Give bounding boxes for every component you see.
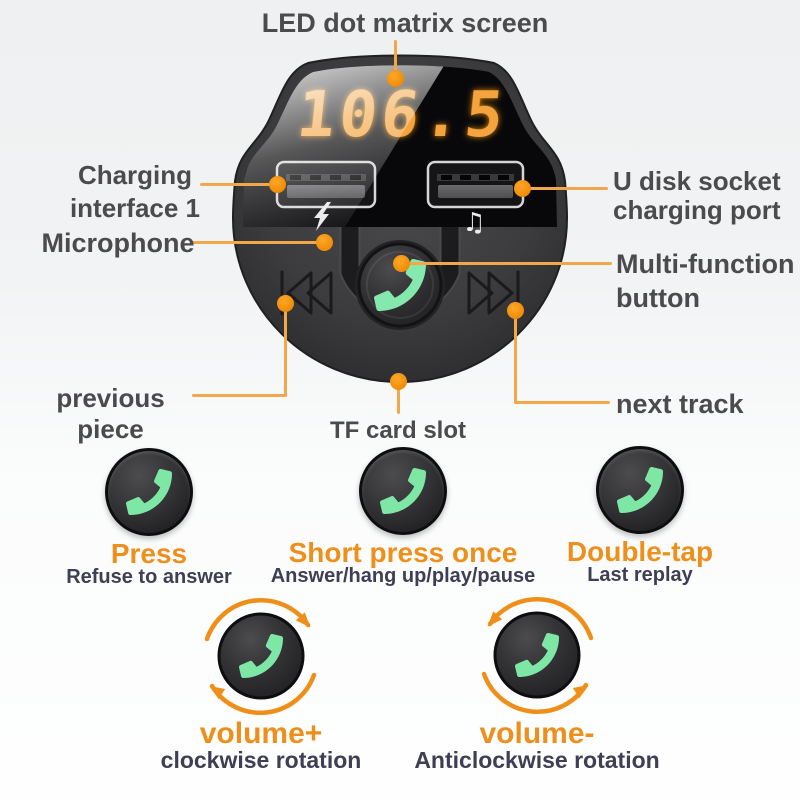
label-led-screen: LED dot matrix screen bbox=[261, 8, 549, 38]
phone-handset-icon bbox=[380, 468, 426, 514]
label-tf-card-slot: TF card slot bbox=[329, 417, 467, 444]
annotation-line-led bbox=[394, 40, 397, 78]
gesture-title-press: Press bbox=[110, 538, 188, 569]
anticlockwise-arrows-icon bbox=[481, 597, 594, 714]
rotation-desc-volume-up: clockwise rotation bbox=[160, 747, 362, 773]
annotation-dot-multifunction bbox=[393, 255, 410, 272]
annotation-line-tf bbox=[397, 381, 400, 414]
gesture-button-short-press bbox=[359, 447, 447, 535]
label-microphone: Microphone bbox=[41, 228, 195, 258]
gesture-button-press bbox=[105, 448, 193, 536]
annotation-line-next-h bbox=[514, 401, 610, 404]
annotation-dot-next bbox=[507, 302, 524, 319]
annotation-dot-led bbox=[387, 70, 404, 87]
annotation-line-microphone bbox=[190, 241, 326, 244]
gesture-desc-press: Refuse to answer bbox=[66, 566, 232, 588]
rotation-button-volume-down bbox=[481, 597, 594, 714]
label-udisk-socket: U disk socket charging port bbox=[613, 166, 781, 225]
label-charging-interface: Charging interface 1 bbox=[69, 160, 201, 223]
annotation-dot-tf bbox=[390, 373, 407, 390]
label-previous-piece: previous piece bbox=[56, 383, 165, 444]
annotation-line-previous-h bbox=[192, 394, 287, 397]
gesture-title-double-tap: Double-tap bbox=[566, 536, 714, 567]
phone-handset-icon bbox=[617, 467, 663, 513]
phone-handset-icon bbox=[126, 469, 172, 515]
screen-reflection bbox=[243, 65, 445, 227]
annotation-line-udisk bbox=[522, 187, 608, 190]
annotation-dot-microphone bbox=[316, 234, 333, 251]
annotation-line-charging bbox=[200, 183, 280, 186]
music-note-icon: ♫ bbox=[462, 208, 485, 238]
gesture-desc-short-press: Answer/hang up/play/pause bbox=[270, 565, 536, 587]
rotation-button-volume-up bbox=[204, 598, 317, 715]
annotation-line-previous-v bbox=[284, 303, 287, 396]
usb-port-udisk bbox=[426, 160, 525, 209]
rotation-title-volume-down: volume- bbox=[479, 717, 595, 750]
rotation-desc-volume-down: Anticlockwise rotation bbox=[414, 747, 660, 773]
annotation-dot-udisk bbox=[514, 180, 531, 197]
gesture-title-short-press: Short press once bbox=[288, 537, 518, 568]
annotation-dot-charging bbox=[269, 176, 286, 193]
annotation-line-multifunction bbox=[401, 262, 612, 265]
rotation-title-volume-up: volume+ bbox=[199, 717, 323, 750]
annotation-line-next-v bbox=[514, 310, 517, 403]
gesture-desc-double-tap: Last replay bbox=[587, 564, 693, 586]
clockwise-arrows-icon bbox=[204, 598, 317, 715]
annotation-dot-previous bbox=[277, 295, 294, 312]
gesture-button-double-tap bbox=[596, 446, 684, 534]
label-multifunction-button: Multi-function button bbox=[616, 249, 795, 313]
label-next-track: next track bbox=[616, 389, 744, 419]
